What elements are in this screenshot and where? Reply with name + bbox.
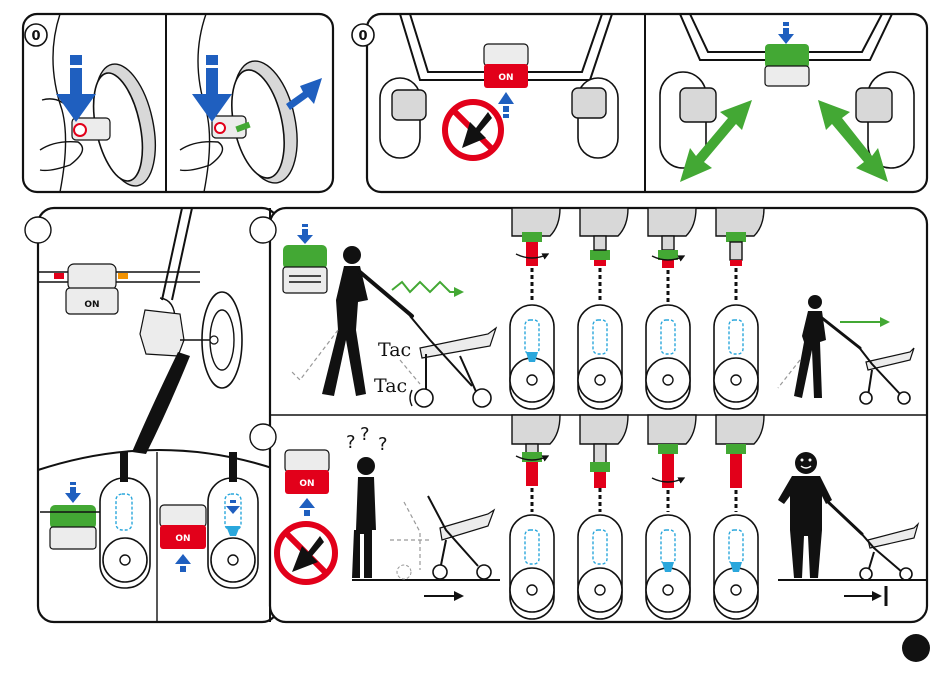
step-badge: 0 bbox=[25, 24, 47, 46]
step-badge bbox=[250, 424, 276, 450]
panel-brake-toggle: 0 ON bbox=[352, 14, 927, 192]
on-label: ON bbox=[498, 73, 513, 83]
sound-word: Tac bbox=[378, 339, 411, 361]
on-label: ON bbox=[175, 534, 190, 544]
question-mark: ? bbox=[360, 424, 370, 445]
panel-brake-states: Tac Tac bbox=[250, 208, 927, 622]
question-mark: ? bbox=[346, 432, 356, 453]
on-label: ON bbox=[299, 479, 314, 489]
smiley-icon bbox=[795, 452, 817, 474]
question-mark: ? bbox=[378, 434, 388, 455]
panel-brake-detail: ON bbox=[25, 208, 278, 622]
prohibited-icon bbox=[277, 524, 335, 582]
on-label: ON bbox=[84, 300, 99, 310]
sound-word: Tac bbox=[374, 375, 407, 397]
page-dot-icon bbox=[902, 634, 930, 662]
brake-pedal-on: ON bbox=[484, 44, 528, 88]
step-badge bbox=[25, 217, 51, 243]
prohibited-icon bbox=[445, 102, 501, 158]
step-badge: 0 bbox=[352, 24, 374, 46]
brake-pedal-off bbox=[765, 44, 809, 86]
step-badge-label: 0 bbox=[31, 29, 40, 44]
step-badge bbox=[250, 217, 276, 243]
panel-wheel-release: 0 bbox=[23, 14, 333, 192]
step-badge-label: 0 bbox=[358, 29, 367, 44]
